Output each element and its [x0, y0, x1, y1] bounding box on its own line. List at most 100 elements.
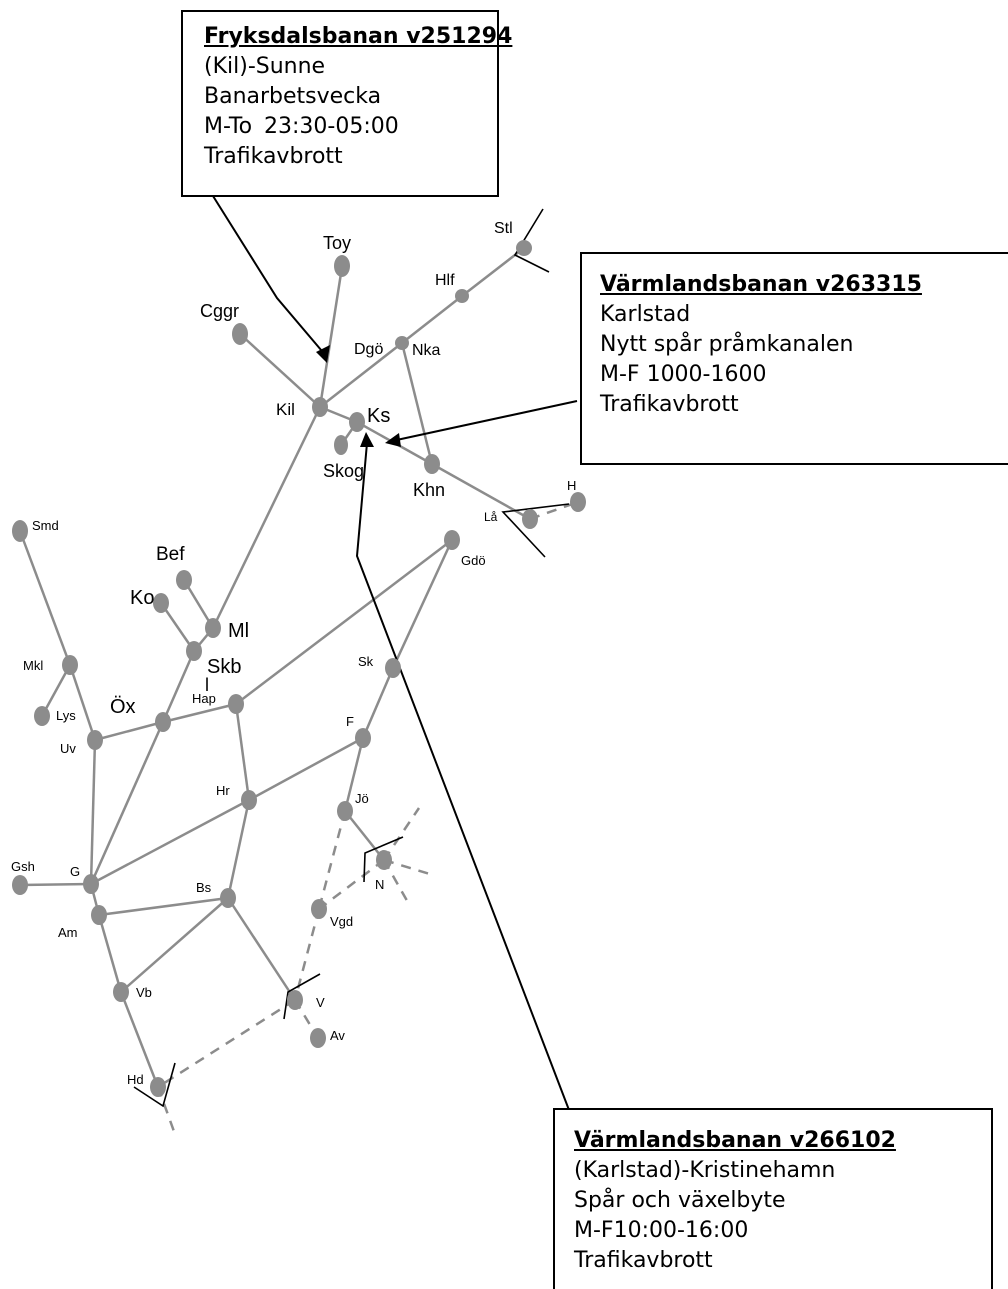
station-marker-bs[interactable] [220, 888, 236, 908]
station-label-hr: Hr [216, 783, 230, 798]
station-label-uv: Uv [60, 741, 76, 756]
notice-title: Värmlandsbanan v266102 [574, 1128, 896, 1153]
notice-box-fryksdalsbanan: Fryksdalsbanan v251294 (Kil)-Sunne Banar… [181, 10, 513, 197]
station-marker-hd[interactable] [150, 1077, 166, 1097]
station-marker-lys[interactable] [34, 706, 50, 726]
station-marker-skb[interactable] [186, 641, 202, 661]
station-marker-bef[interactable] [176, 570, 192, 590]
station-label-bs: Bs [196, 880, 212, 895]
station-label-av: Av [330, 1028, 345, 1043]
station-marker-la[interactable] [522, 509, 538, 529]
notice-title: Fryksdalsbanan v251294 [204, 24, 513, 49]
notice-days: M-To [204, 114, 253, 139]
station-label-skog: Skog [323, 461, 364, 481]
station-marker-khn[interactable] [424, 454, 440, 474]
station-markers [12, 240, 586, 1097]
station-marker-stl[interactable] [516, 240, 532, 256]
station-label-gdo: Gdö [461, 553, 486, 568]
station-marker-skog[interactable] [334, 435, 348, 455]
notice-line: M-F 1000-1600 [600, 362, 767, 387]
station-marker-cggr[interactable] [232, 323, 248, 345]
station-marker-kil[interactable] [312, 397, 328, 417]
station-label-toy: Toy [323, 233, 351, 253]
station-marker-n[interactable] [376, 850, 392, 870]
station-marker-hap[interactable] [228, 694, 244, 714]
station-marker-am[interactable] [91, 905, 107, 925]
station-marker-ml[interactable] [205, 618, 221, 638]
station-label-gsh: Gsh [11, 859, 35, 874]
station-label-ml: Ml [228, 620, 249, 642]
station-marker-h[interactable] [570, 492, 586, 512]
notice-time: 23:30-05:00 [264, 114, 399, 139]
station-marker-f[interactable] [355, 728, 371, 748]
station-label-f: F [346, 714, 354, 729]
station-marker-v[interactable] [287, 990, 303, 1010]
station-label-vb: Vb [136, 985, 152, 1000]
station-marker-hlf[interactable] [455, 289, 469, 303]
station-marker-toy[interactable] [334, 255, 350, 277]
station-marker-smd[interactable] [12, 520, 28, 542]
arrowhead-skog [360, 432, 374, 447]
pointer-arrowheads [316, 345, 401, 447]
station-label-sk: Sk [358, 654, 374, 669]
notice-line: (Karlstad)-Kristinehamn [574, 1158, 836, 1183]
notice-line: (Kil)-Sunne [204, 54, 326, 79]
station-label-ko: Ko [130, 587, 154, 609]
station-label-lys: Lys [56, 708, 76, 723]
station-label-skb: Skb [207, 656, 241, 678]
station-label-stl: Stl [494, 220, 513, 237]
station-label-mkl: Mkl [23, 658, 43, 673]
section-boundary-marks [133, 208, 570, 1108]
station-label-hap: Hap [192, 691, 216, 706]
track-lines [18, 247, 531, 1088]
station-marker-vgd[interactable] [311, 899, 327, 919]
station-marker-uv[interactable] [87, 730, 103, 750]
station-label-khn: Khn [413, 480, 445, 500]
station-marker-g[interactable] [83, 874, 99, 894]
station-marker-hr[interactable] [241, 790, 257, 810]
notice-line: Trafikavbrott [574, 1248, 713, 1273]
station-label-g: G [70, 864, 80, 879]
station-label-bef: Bef [156, 544, 185, 565]
station-label-la: Lå [484, 510, 498, 524]
station-marker-sk[interactable] [385, 658, 401, 678]
notice-pointers [212, 195, 578, 1111]
notice-title: Värmlandsbanan v263315 [600, 272, 922, 297]
station-label-smd: Smd [32, 518, 59, 533]
station-label-h: H [567, 478, 576, 493]
arrowhead-kil [316, 345, 330, 363]
station-marker-av[interactable] [310, 1028, 326, 1048]
station-label-n: N [375, 877, 384, 892]
station-marker-mkl[interactable] [62, 655, 78, 675]
station-marker-ko[interactable] [153, 593, 169, 613]
station-label-ks: Ks [367, 405, 390, 427]
station-labels: Toy Stl Hlf Cggr Dgö Nka Kil Ks Skog Khn… [11, 220, 576, 1087]
station-label-jo: Jö [355, 791, 369, 806]
station-label-am: Am [58, 925, 78, 940]
station-label-ox: Öx [110, 696, 136, 718]
station-marker-vb[interactable] [113, 982, 129, 1002]
notice-line: Karlstad [600, 302, 691, 327]
station-label-v: V [316, 995, 325, 1010]
station-marker-ks[interactable] [349, 412, 365, 432]
station-marker-ox[interactable] [155, 712, 171, 732]
notice-schedule: M-To 23:30-05:00 [204, 112, 497, 142]
station-label-dgo: Dgö [354, 341, 383, 358]
notice-line: Banarbetsvecka [204, 84, 382, 109]
notice-box-varmlandsbanan-2: Värmlandsbanan v266102 (Karlstad)-Kristi… [553, 1108, 993, 1289]
notice-line: Spår och växelbyte [574, 1188, 786, 1213]
station-label-skb-l: l [205, 675, 209, 695]
station-label-hlf: Hlf [435, 272, 455, 289]
notice-line: Trafikavbrott [204, 144, 343, 169]
station-label-vgd: Vgd [330, 914, 353, 929]
arrowhead-ks [385, 433, 401, 447]
station-marker-gsh[interactable] [12, 875, 28, 895]
station-marker-nka[interactable] [395, 336, 409, 350]
station-marker-gdo[interactable] [444, 530, 460, 550]
station-label-hd: Hd [127, 1072, 144, 1087]
notice-line: Nytt spår pråmkanalen [600, 332, 854, 357]
notice-line: M-F10:00-16:00 [574, 1218, 749, 1243]
station-label-nka: Nka [412, 342, 441, 359]
station-marker-jo[interactable] [337, 801, 353, 821]
